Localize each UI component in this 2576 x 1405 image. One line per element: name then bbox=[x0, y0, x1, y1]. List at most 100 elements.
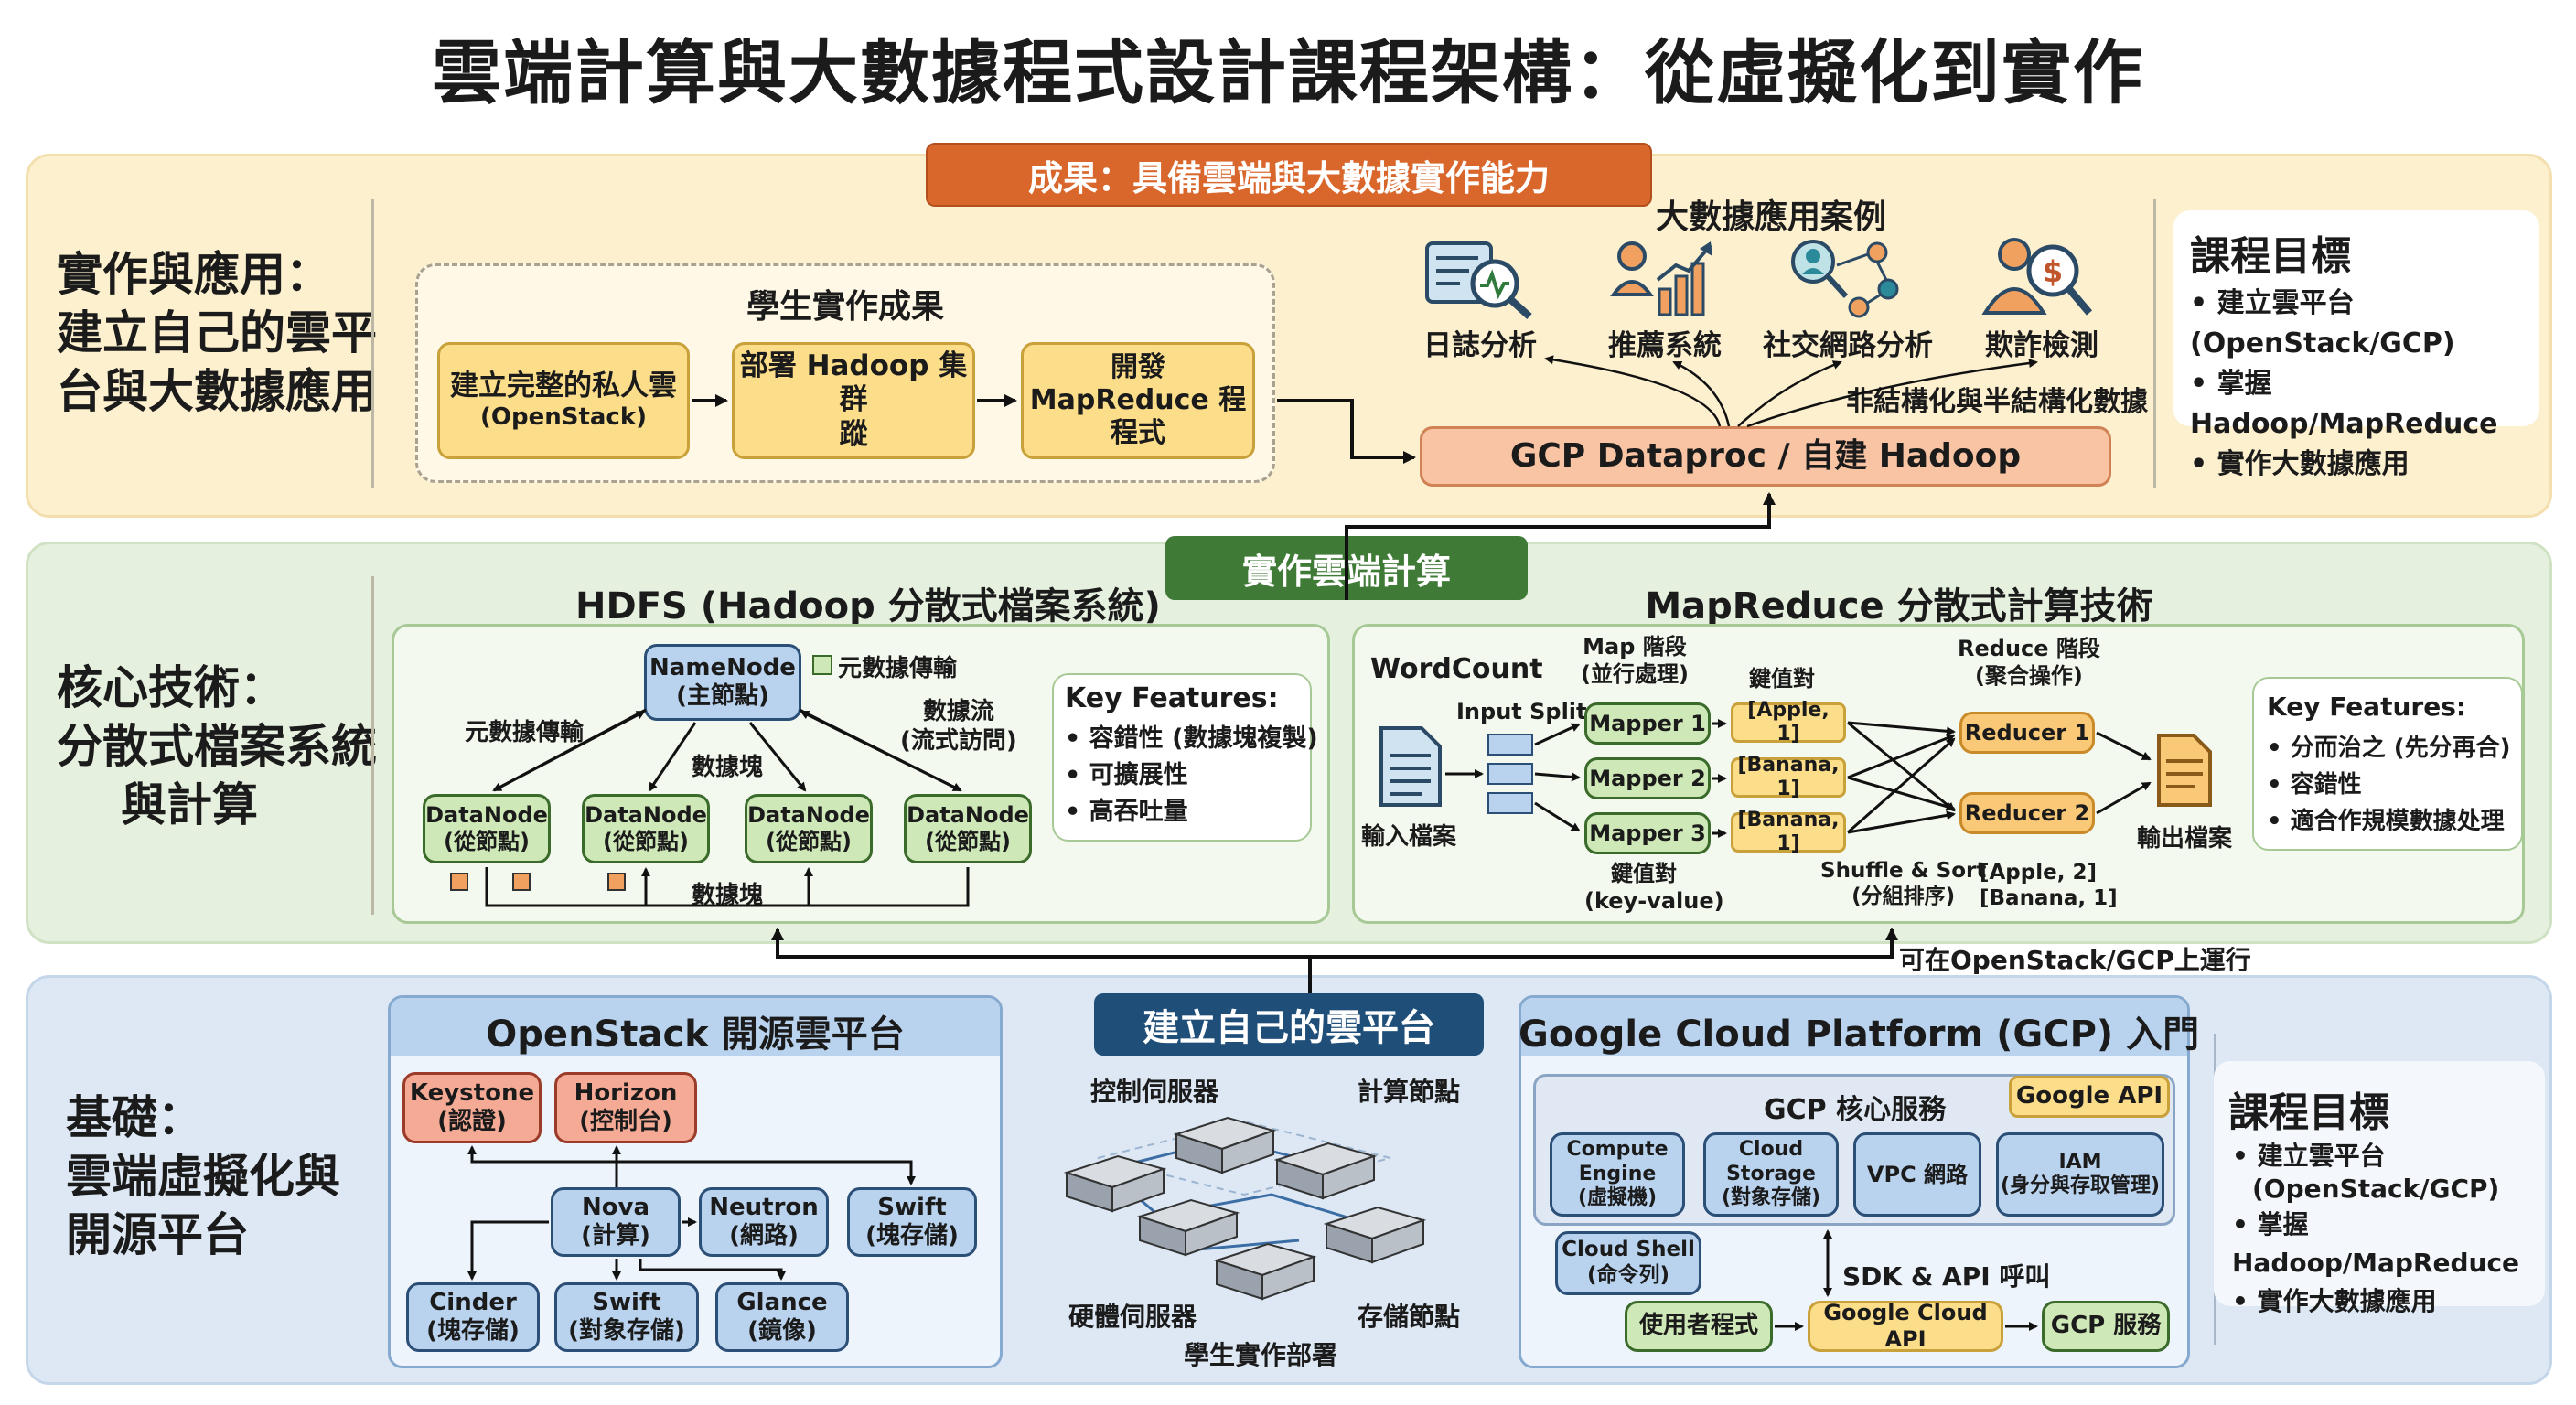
swift-object-node: Swift(對象存儲) bbox=[554, 1282, 699, 1352]
swift-block-node: Swift(塊存儲) bbox=[847, 1187, 977, 1257]
foundation-side-label: 基礎： 雲端虛擬化與 開源平台 bbox=[66, 1091, 340, 1261]
outcome-banner: 成果：具備雲端與大數據實作能力 bbox=[926, 143, 1652, 207]
mapreduce-program-step: 開發 MapReduce 程 程式 bbox=[1021, 342, 1255, 459]
case-social-network: 社交網路分析 bbox=[1763, 329, 1933, 362]
svg-text:$: $ bbox=[2043, 254, 2063, 289]
data-block-label: 數據塊 bbox=[692, 754, 764, 781]
cloud-shell-node: Cloud Shell(命令列) bbox=[1555, 1231, 1701, 1295]
datanode-1: DataNode(從節點) bbox=[423, 794, 551, 863]
storage-node-label: 存儲節點 bbox=[1358, 1302, 1461, 1332]
reducer-2: Reducer 2 bbox=[1959, 792, 2095, 834]
metadata-transfer-label: 元數據傳輸 bbox=[465, 719, 585, 746]
glance-node: Glance(鏡像) bbox=[715, 1282, 849, 1352]
hardware-server-label: 硬體伺服器 bbox=[1068, 1302, 1197, 1332]
hadoop-cluster-step: 部署 Hadoop 集群 蹤 bbox=[732, 342, 975, 459]
split-block bbox=[1487, 792, 1533, 814]
server-cluster-illustration bbox=[1063, 1116, 1427, 1301]
map-stage-label: Map 階段 (並行處理) bbox=[1581, 634, 1689, 687]
block-square bbox=[512, 873, 531, 891]
runs-on-label: 可在OpenStack/GCP上運行 bbox=[1899, 945, 2251, 975]
mapreduce-title: MapReduce 分散式計算技術 bbox=[1645, 585, 2153, 627]
log-analysis-icon bbox=[1425, 241, 1532, 319]
horizon-node: Horizon(控制台) bbox=[554, 1072, 697, 1143]
goal-item: • 掌握 Hadoop/MapReduce bbox=[2190, 368, 2498, 440]
cases-title: 大數據應用案例 bbox=[1656, 198, 1887, 236]
openstack-header bbox=[391, 998, 1000, 1056]
divider bbox=[371, 199, 374, 488]
iam-node: IAM(身分與存取管理) bbox=[1996, 1132, 2164, 1217]
neutron-node: Neutron(網路) bbox=[699, 1187, 829, 1257]
split-block bbox=[1487, 734, 1533, 756]
legend-swatch bbox=[812, 655, 832, 675]
server-box bbox=[1063, 1154, 1167, 1213]
namenode: NameNode (主節點) bbox=[644, 644, 801, 721]
shuffle-sort-label: Shuffle & Sort (分組排序) bbox=[1820, 859, 1987, 908]
case-log-analysis: 日誌分析 bbox=[1423, 329, 1537, 362]
mapper-2: Mapper 2 bbox=[1584, 757, 1711, 799]
gcp-title: Google Cloud Platform (GCP) 入門 bbox=[1519, 1014, 2200, 1056]
course-goals-list-bottom: • 建立雲平台 (OpenStack/GCP) • 掌握 Hadoop/MapR… bbox=[2232, 1141, 2520, 1316]
split-block bbox=[1487, 763, 1533, 785]
course-goals-title-bottom: 課程目標 bbox=[2228, 1089, 2389, 1136]
gcp-header bbox=[1521, 998, 2187, 1056]
mapreduce-features-list: • 分而治之 (先分再合) • 容錯性 • 適合作規模數據处理 bbox=[2267, 735, 2511, 835]
reduce-stage-label: Reduce 階段 (聚合操作) bbox=[1958, 636, 2100, 689]
core-tech-side-label: 核心技術： 分散式檔案系統 與計算 bbox=[57, 661, 377, 831]
fraud-detection-icon: $ bbox=[1981, 238, 2093, 316]
recommendation-icon bbox=[1610, 241, 1712, 316]
compute-node-label: 計算節點 bbox=[1358, 1077, 1461, 1107]
kv-bottom-label: 鍵值對 (key-value) bbox=[1584, 861, 1724, 914]
mapper-3: Mapper 3 bbox=[1584, 812, 1711, 854]
hdfs-features-list: • 容錯性 (數據塊複製) • 可擴展性 • 高吞吐量 bbox=[1065, 724, 1318, 826]
sdk-api-label: SDK & API 呼叫 bbox=[1842, 1261, 2051, 1292]
course-goals-card-bottom bbox=[2214, 1061, 2545, 1306]
mapper-1: Mapper 1 bbox=[1584, 702, 1711, 745]
block-square bbox=[607, 873, 626, 891]
reducer-1: Reducer 1 bbox=[1959, 712, 2095, 754]
gcp-service-node: GCP 服務 bbox=[2042, 1301, 2170, 1352]
student-results-title: 學生實作成果 bbox=[746, 288, 944, 326]
case-recommendation: 推薦系統 bbox=[1608, 329, 1722, 362]
unstructured-data-label: 非結構化與半結構化數據 bbox=[1846, 386, 2148, 418]
own-cloud-banner: 建立自己的雲平台 bbox=[1094, 993, 1484, 1056]
hdfs-features-card bbox=[1052, 673, 1312, 842]
openstack-title: OpenStack 開源雲平台 bbox=[486, 1014, 905, 1056]
google-cloud-api-node: Google Cloud API bbox=[1808, 1300, 2003, 1352]
google-api-badge: Google API bbox=[2009, 1076, 2170, 1118]
application-side-label: 實作與應用： 建立自己的雲平 台與大數據應用 bbox=[57, 248, 377, 418]
input-split-label: Input Split bbox=[1456, 699, 1587, 724]
kv-pair-2: [Banana, 1] bbox=[1731, 754, 1846, 800]
datanode-4: DataNode(從節點) bbox=[904, 794, 1032, 863]
mapreduce-features-card bbox=[2252, 677, 2523, 851]
legend-metadata: 元數據傳輸 bbox=[838, 655, 958, 682]
datanode-3: DataNode(從節點) bbox=[745, 794, 873, 863]
output-file-label: 輸出檔案 bbox=[2137, 825, 2233, 853]
student-deploy-label: 學生實作部署 bbox=[1184, 1340, 1338, 1370]
user-program-node: 使用者程式 bbox=[1625, 1301, 1773, 1352]
gcp-core-title: GCP 核心服務 bbox=[1764, 1094, 1947, 1126]
goal-item: • 建立雲平台 (OpenStack/GCP) bbox=[2190, 287, 2455, 359]
data-stream-label: 數據流 (流式訪問) bbox=[900, 698, 1017, 755]
kv-pair-3: [Banana, 1] bbox=[1731, 809, 1846, 855]
private-cloud-step: 建立完整的私人雲 (OpenStack) bbox=[437, 342, 690, 459]
keystone-node: Keystone(認證) bbox=[402, 1072, 542, 1143]
hdfs-features-title: Key Features: bbox=[1065, 682, 1279, 714]
datanode-2: DataNode(從節點) bbox=[582, 794, 710, 863]
input-file-icon bbox=[1379, 726, 1442, 807]
kv-pair-1: [Apple, 1] bbox=[1731, 699, 1846, 745]
block-square bbox=[450, 873, 468, 891]
nova-node: Nova(計算) bbox=[551, 1187, 681, 1257]
page-title: 雲端計算與大數據程式設計課程架構：從虛擬化到實作 bbox=[432, 32, 2144, 113]
goal-item: • 實作大數據應用 bbox=[2190, 448, 2410, 480]
gcp-dataproc-box: GCP Dataproc / 自建 Hadoop bbox=[1420, 426, 2111, 487]
wordcount-label: WordCount bbox=[1370, 653, 1543, 685]
cinder-node: Cinder(塊存儲) bbox=[406, 1282, 540, 1352]
divider bbox=[2153, 199, 2156, 488]
input-file-label: 輸入檔案 bbox=[1361, 823, 1457, 851]
course-goals-list-top: • 建立雲平台 (OpenStack/GCP) • 掌握 Hadoop/MapR… bbox=[2190, 284, 2576, 485]
social-network-icon bbox=[1791, 240, 1899, 318]
hdfs-title: HDFS (Hadoop 分散式檔案系統) bbox=[575, 585, 1161, 627]
case-fraud-detection: 欺詐檢測 bbox=[1985, 329, 2098, 362]
